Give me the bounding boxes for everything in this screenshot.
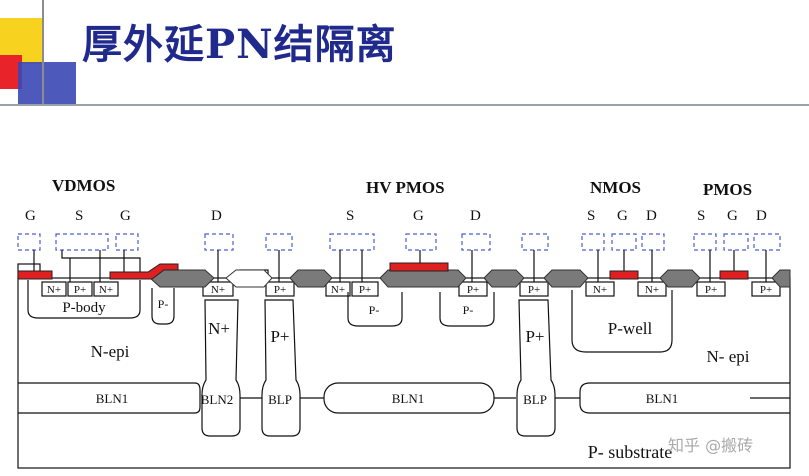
device-label-vdmos: VDMOS — [52, 176, 116, 195]
terminal-vdmos-gate-1: G — [25, 208, 36, 224]
field-oxide-2 — [289, 269, 333, 288]
label-pplus-5: P+ — [528, 284, 540, 296]
label-p-minus-hv-drain: P- — [463, 303, 474, 317]
p-minus-hv-drain — [439, 292, 495, 327]
terminal-pmos-gate: G — [727, 208, 738, 224]
bln2-region — [201, 299, 241, 437]
bln1-left-region — [18, 382, 201, 414]
field-oxide-3 — [379, 269, 467, 288]
title-divider — [0, 104, 809, 106]
gate-pmos — [719, 270, 749, 280]
terminal-hvpmos-source: S — [346, 208, 355, 224]
device-label-nmos: NMOS — [590, 178, 641, 197]
field-oxide-4 — [483, 269, 525, 288]
terminal-nmos-drain: D — [646, 208, 657, 224]
terminal-pmos-drain: D — [756, 208, 767, 224]
terminal-vdmos-drain: D — [211, 208, 222, 224]
label-n-epi-left: N-epi — [91, 342, 130, 361]
label-p-well: P-well — [608, 319, 653, 338]
device-label-hvpmos: HV PMOS — [366, 178, 445, 197]
terminal-nmos-source: S — [587, 208, 596, 224]
field-oxide-5 — [543, 269, 589, 288]
p-minus-vdmos — [151, 288, 175, 325]
label-p-substrate: P- substrate — [588, 442, 673, 462]
p-minus-hv-source — [347, 292, 403, 327]
label-pplus-6: P+ — [705, 284, 717, 296]
terminal-vdmos-source: S — [75, 208, 84, 224]
label-nplus-6: N+ — [645, 284, 659, 296]
terminal-hvpmos-gate: G — [413, 208, 424, 224]
corner-deco-line-v — [42, 0, 44, 106]
label-bln1-right: BLN1 — [646, 391, 679, 406]
label-blp-right: BLP — [523, 392, 547, 407]
label-pplus-4: P+ — [467, 284, 479, 296]
field-oxide-7 — [771, 269, 791, 288]
label-nplus-3: N+ — [211, 284, 225, 296]
watermark: 知乎 @搬砖 — [668, 436, 754, 455]
blp-left-region — [261, 299, 301, 437]
label-p-minus-vdmos: P- — [158, 297, 169, 311]
label-n-epi-right: N- epi — [707, 347, 750, 366]
label-pplus-3: P+ — [359, 284, 371, 296]
gate-nmos — [609, 270, 639, 280]
label-nplus-4: N+ — [331, 284, 345, 296]
terminal-vdmos-gate-2: G — [120, 208, 131, 224]
bln1-right-region — [579, 382, 790, 414]
label-pplus-blp-right: P+ — [525, 327, 544, 346]
label-nplus-2: N+ — [99, 284, 113, 296]
label-pplus-7: P+ — [760, 284, 772, 296]
gate-vdmos-left — [17, 270, 53, 280]
label-bln2: BLN2 — [201, 392, 234, 407]
label-nplus-bln2: N+ — [208, 319, 230, 338]
page-title: 厚外延PN结隔离 — [82, 21, 397, 68]
gate-hvpmos — [389, 262, 449, 272]
corner-deco-red — [0, 55, 22, 89]
label-bln1-middle: BLN1 — [392, 391, 425, 406]
label-pplus-1: P+ — [74, 284, 86, 296]
corner-deco-blue — [18, 62, 76, 104]
terminal-pmos-source: S — [697, 208, 706, 224]
label-blp-left: BLP — [268, 392, 292, 407]
label-nplus-1: N+ — [47, 284, 61, 296]
label-p-body: P-body — [62, 300, 106, 316]
device-label-pmos: PMOS — [703, 180, 753, 199]
label-p-minus-hv-source: P- — [369, 303, 380, 317]
blp-right-region — [516, 299, 556, 437]
label-pplus-blp-left: P+ — [270, 327, 289, 346]
label-pplus-2: P+ — [274, 284, 286, 296]
label-bln1-left: BLN1 — [96, 391, 129, 406]
field-oxide-6 — [659, 269, 701, 288]
terminal-nmos-gate: G — [617, 208, 628, 224]
p-well-region — [571, 290, 673, 353]
p-body-region — [27, 280, 141, 319]
label-nplus-5: N+ — [593, 284, 607, 296]
terminal-hvpmos-drain: D — [470, 208, 481, 224]
gate-vdmos-right — [109, 263, 179, 280]
